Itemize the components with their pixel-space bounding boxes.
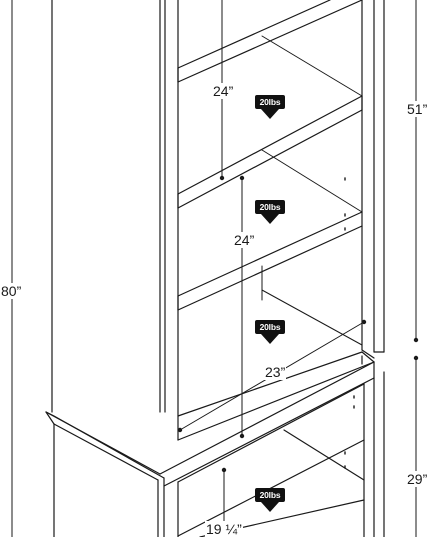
shelf-width-label: 23”	[264, 364, 287, 380]
shelf-pin-holes	[344, 177, 355, 469]
weight-limit-badge: 20lbs	[255, 488, 285, 514]
down-arrow-icon	[261, 334, 279, 344]
weight-limit-badge: 20lbs	[255, 200, 285, 226]
total-height-label: 80”	[0, 283, 23, 299]
down-arrow-icon	[261, 109, 279, 119]
down-arrow-icon	[261, 502, 279, 512]
weight-limit-badge: 20lbs	[255, 320, 285, 346]
lower-cabinet-sides	[53, 371, 385, 537]
down-arrow-icon	[261, 214, 279, 224]
hutch-right-side-panel	[361, 0, 385, 359]
shelf-2	[177, 95, 363, 209]
hutch-left-side-panel	[51, 0, 179, 441]
weight-limit-text: 20lbs	[259, 490, 281, 500]
lower-cabinet-height-label: 29”	[406, 471, 429, 487]
dimension-endpoints	[177, 175, 419, 473]
weight-limit-text: 20lbs	[259, 97, 281, 107]
upper-shelf-spacing-label: 24”	[212, 83, 235, 99]
weight-limit-badge: 20lbs	[255, 95, 285, 121]
middle-shelf-spacing-label: 24”	[233, 232, 256, 248]
shelf-3	[177, 211, 363, 311]
lower-cabinet-top	[45, 355, 375, 487]
lower-shelf-spacing-label: 19 ¼”	[205, 521, 243, 537]
weight-limit-text: 20lbs	[259, 322, 281, 332]
back-panel-lines	[261, 35, 363, 346]
shelf-4	[177, 351, 375, 441]
upper-hutch-height-label: 51”	[406, 101, 429, 117]
weight-limit-text: 20lbs	[259, 202, 281, 212]
lower-shelf	[177, 383, 365, 537]
